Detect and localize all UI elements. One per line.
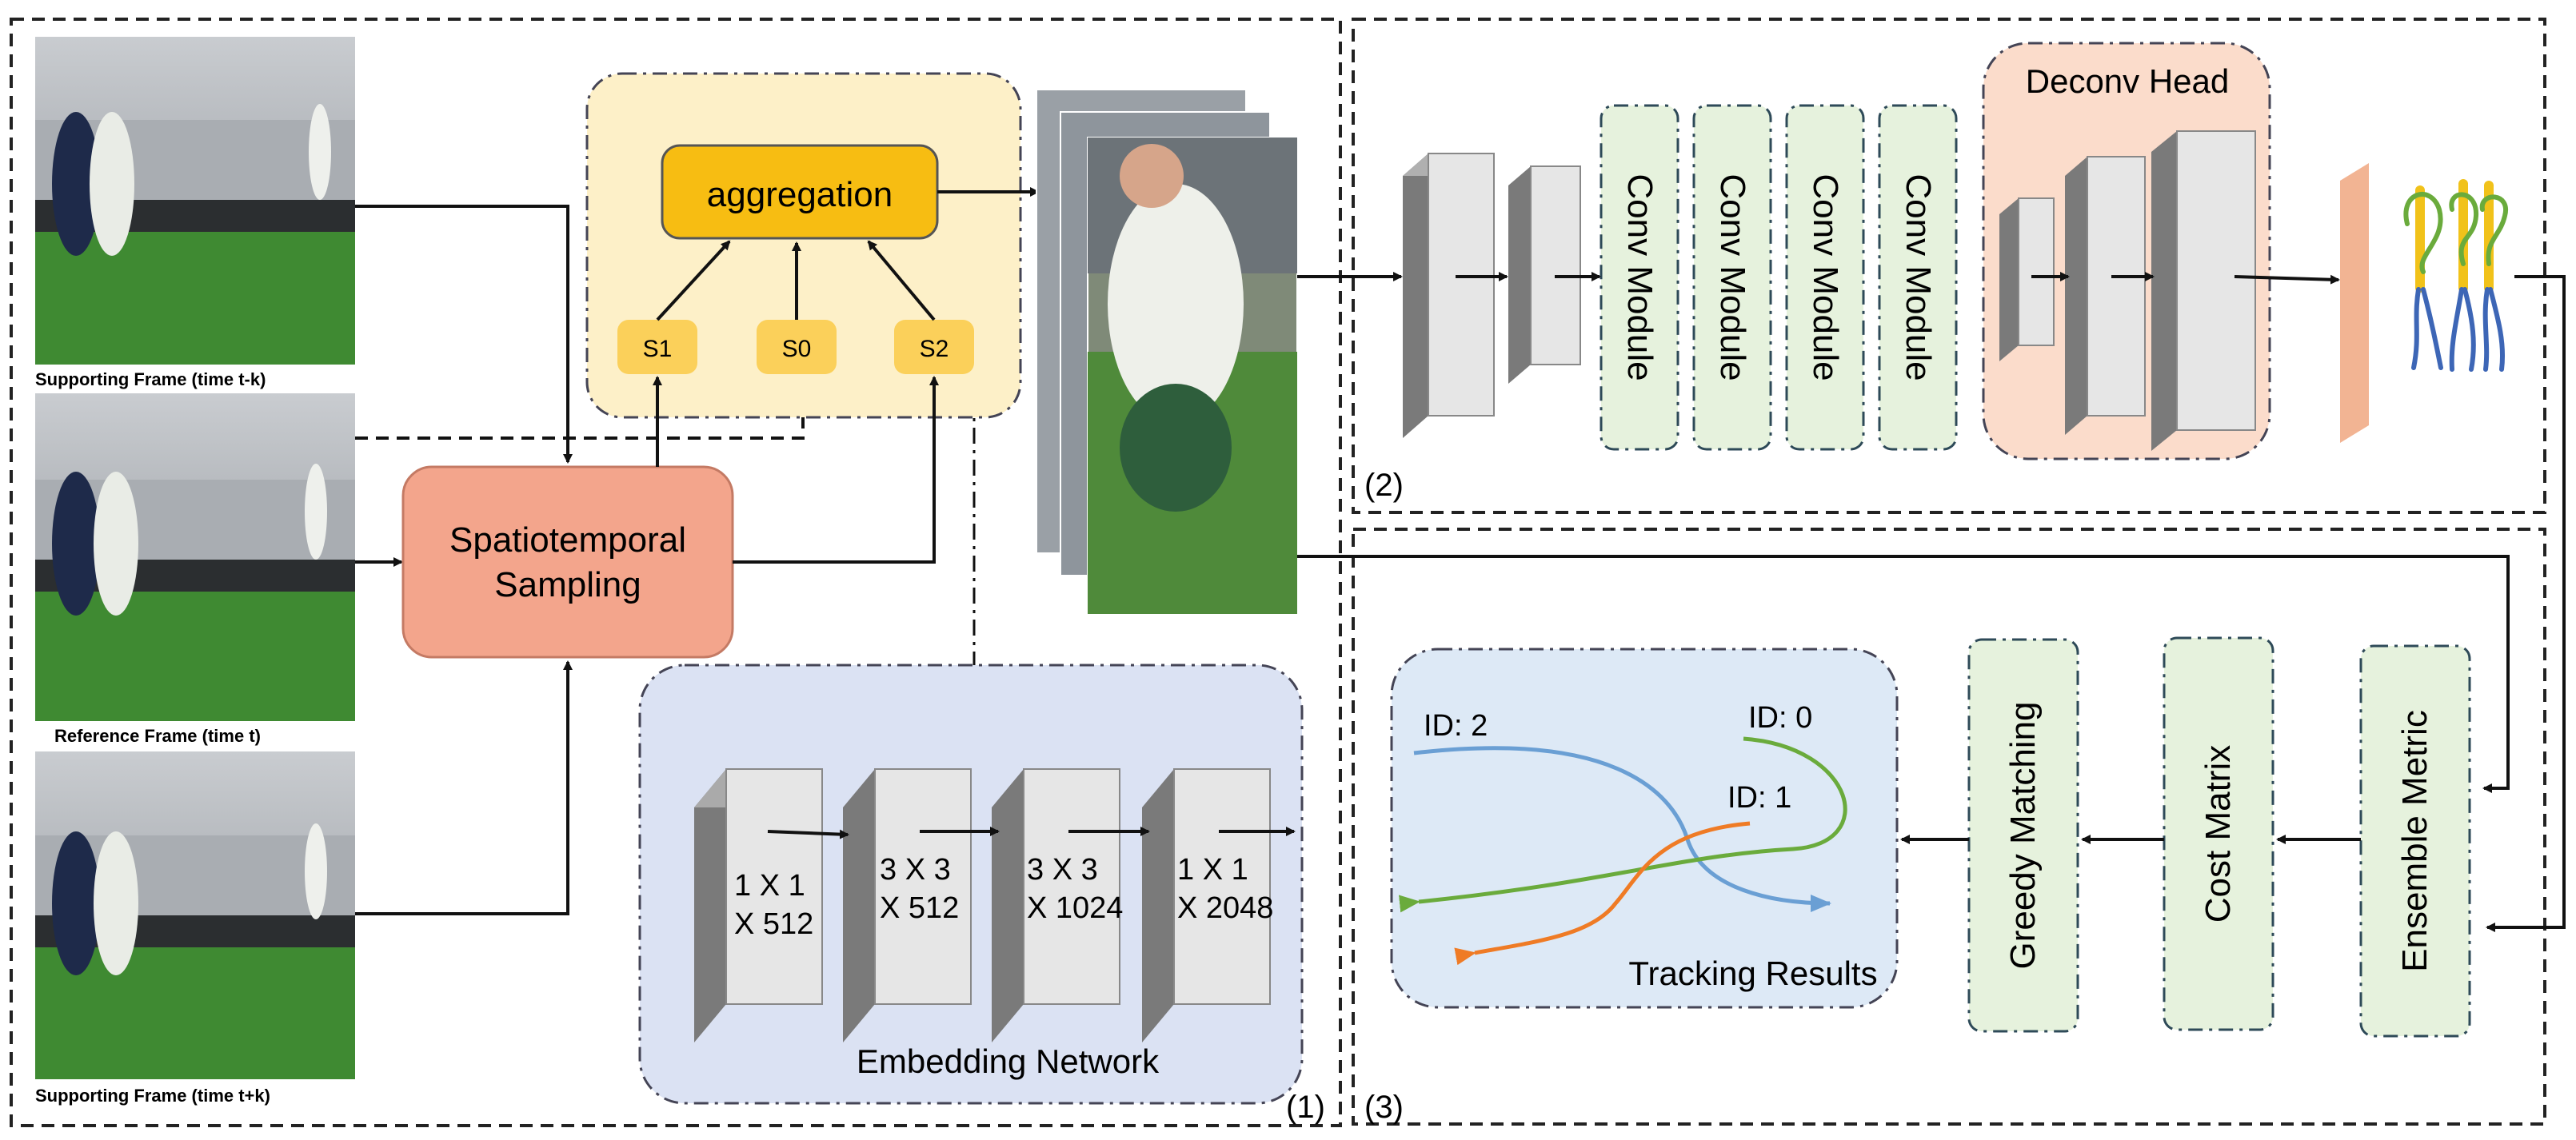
- tracking-blocks: Ensemble Metric Cost Matrix Greedy Match…: [1967, 636, 2471, 1038]
- embedding-arrows: [767, 827, 1296, 839]
- output-frame-stack: [1036, 89, 1298, 615]
- deconv-head-panel: Deconv Head: [1982, 42, 2271, 460]
- track-id-1: ID: 1: [1727, 781, 1791, 815]
- pose-backbone: [1403, 153, 1581, 438]
- spatiotemporal-sampling-box: Spatiotemporal Sampling: [401, 465, 734, 659]
- embedding-layers: [694, 768, 1271, 1042]
- sampling-label-line2: Sampling: [494, 565, 641, 604]
- part-label-2: (2): [1364, 468, 1404, 503]
- layer-2-line1: 3 X 3: [880, 853, 951, 887]
- conv-modules: Conv Module Conv Module Conv Module Conv…: [1600, 104, 1958, 451]
- part-label-1: (1): [1286, 1090, 1325, 1125]
- conv-module-1: [1600, 104, 1679, 451]
- cost-matrix-box: [2163, 636, 2274, 1031]
- layer-2-line2: X 512: [880, 891, 959, 925]
- layer-3-line1: 3 X 3: [1027, 853, 1098, 887]
- aggregation-label: aggregation: [707, 175, 893, 214]
- frame-top-caption: Supporting Frame (time t-k): [35, 369, 266, 389]
- section-3-border: [1352, 528, 2546, 1126]
- track-blue: [1413, 746, 1831, 912]
- conv-module-4: [1878, 104, 1958, 451]
- layer-1-line2: X 512: [734, 907, 813, 941]
- embedding-layer-labels: 1 X 1 X 512 3 X 3 X 512 3 X 3 X 1024 1 X…: [734, 853, 1273, 941]
- layer-4-line2: X 2048: [1177, 891, 1273, 925]
- conv-module-1-label: Conv Module: [1620, 173, 1659, 381]
- conv-module-3-label: Conv Module: [1806, 173, 1845, 381]
- aggregation-panel: aggregation S1 S0 S2: [585, 72, 1022, 419]
- part-label-3: (3): [1364, 1090, 1404, 1125]
- tracking-results-title: Tracking Results: [1628, 955, 1877, 992]
- s1-box: [617, 320, 697, 374]
- tracking-results-panel: ID: 2 ID: 0 ID: 1 Tracking Results: [1390, 648, 1899, 1009]
- s0-box: [757, 320, 837, 374]
- frame-bottom-caption: Supporting Frame (time t+k): [35, 1086, 270, 1106]
- track-id-2: ID: 2: [1424, 709, 1488, 743]
- conv-module-2-label: Conv Module: [1713, 173, 1752, 381]
- pose-output: [2340, 163, 2509, 443]
- ensemble-metric-label: Ensemble Metric: [2395, 710, 2434, 972]
- greedy-matching-label: Greedy Matching: [2003, 701, 2043, 969]
- track-green: [1399, 736, 1847, 913]
- frame-reference-caption: Reference Frame (time t): [54, 726, 261, 746]
- deconv-head-title: Deconv Head: [2026, 62, 2229, 100]
- frame-top: [35, 37, 355, 365]
- section-2-border: [1352, 18, 2546, 514]
- conv-module-3: [1785, 104, 1865, 451]
- s2-box: [894, 320, 974, 374]
- layer-4-line1: 1 X 1: [1177, 853, 1248, 887]
- sampling-label-line1: Spatiotemporal: [449, 520, 686, 560]
- cost-matrix-label: Cost Matrix: [2199, 745, 2238, 923]
- layer-3-line2: X 1024: [1027, 891, 1123, 925]
- s2-label: S2: [920, 336, 949, 362]
- pose-arrows: [1297, 272, 2566, 932]
- embedding-network-title: Embedding Network: [857, 1042, 1160, 1080]
- greedy-matching-box: [1967, 638, 2079, 1033]
- aggregation-arrows: [653, 187, 1040, 564]
- frame-reference: [35, 393, 355, 721]
- pose-skeleton-icon: [2403, 179, 2509, 372]
- section-borders: [10, 18, 2546, 1127]
- section-1-border: [10, 18, 1342, 1127]
- frame-arrows: [355, 205, 573, 915]
- track-orange: [1454, 821, 1751, 966]
- conv-module-2: [1692, 104, 1772, 451]
- frame-bottom: [35, 751, 355, 1079]
- conv-module-4-label: Conv Module: [1899, 173, 1938, 381]
- s0-label: S0: [782, 336, 812, 362]
- track-id-0: ID: 0: [1748, 701, 1812, 735]
- layer-1-line1: 1 X 1: [734, 869, 805, 903]
- s1-label: S1: [643, 336, 673, 362]
